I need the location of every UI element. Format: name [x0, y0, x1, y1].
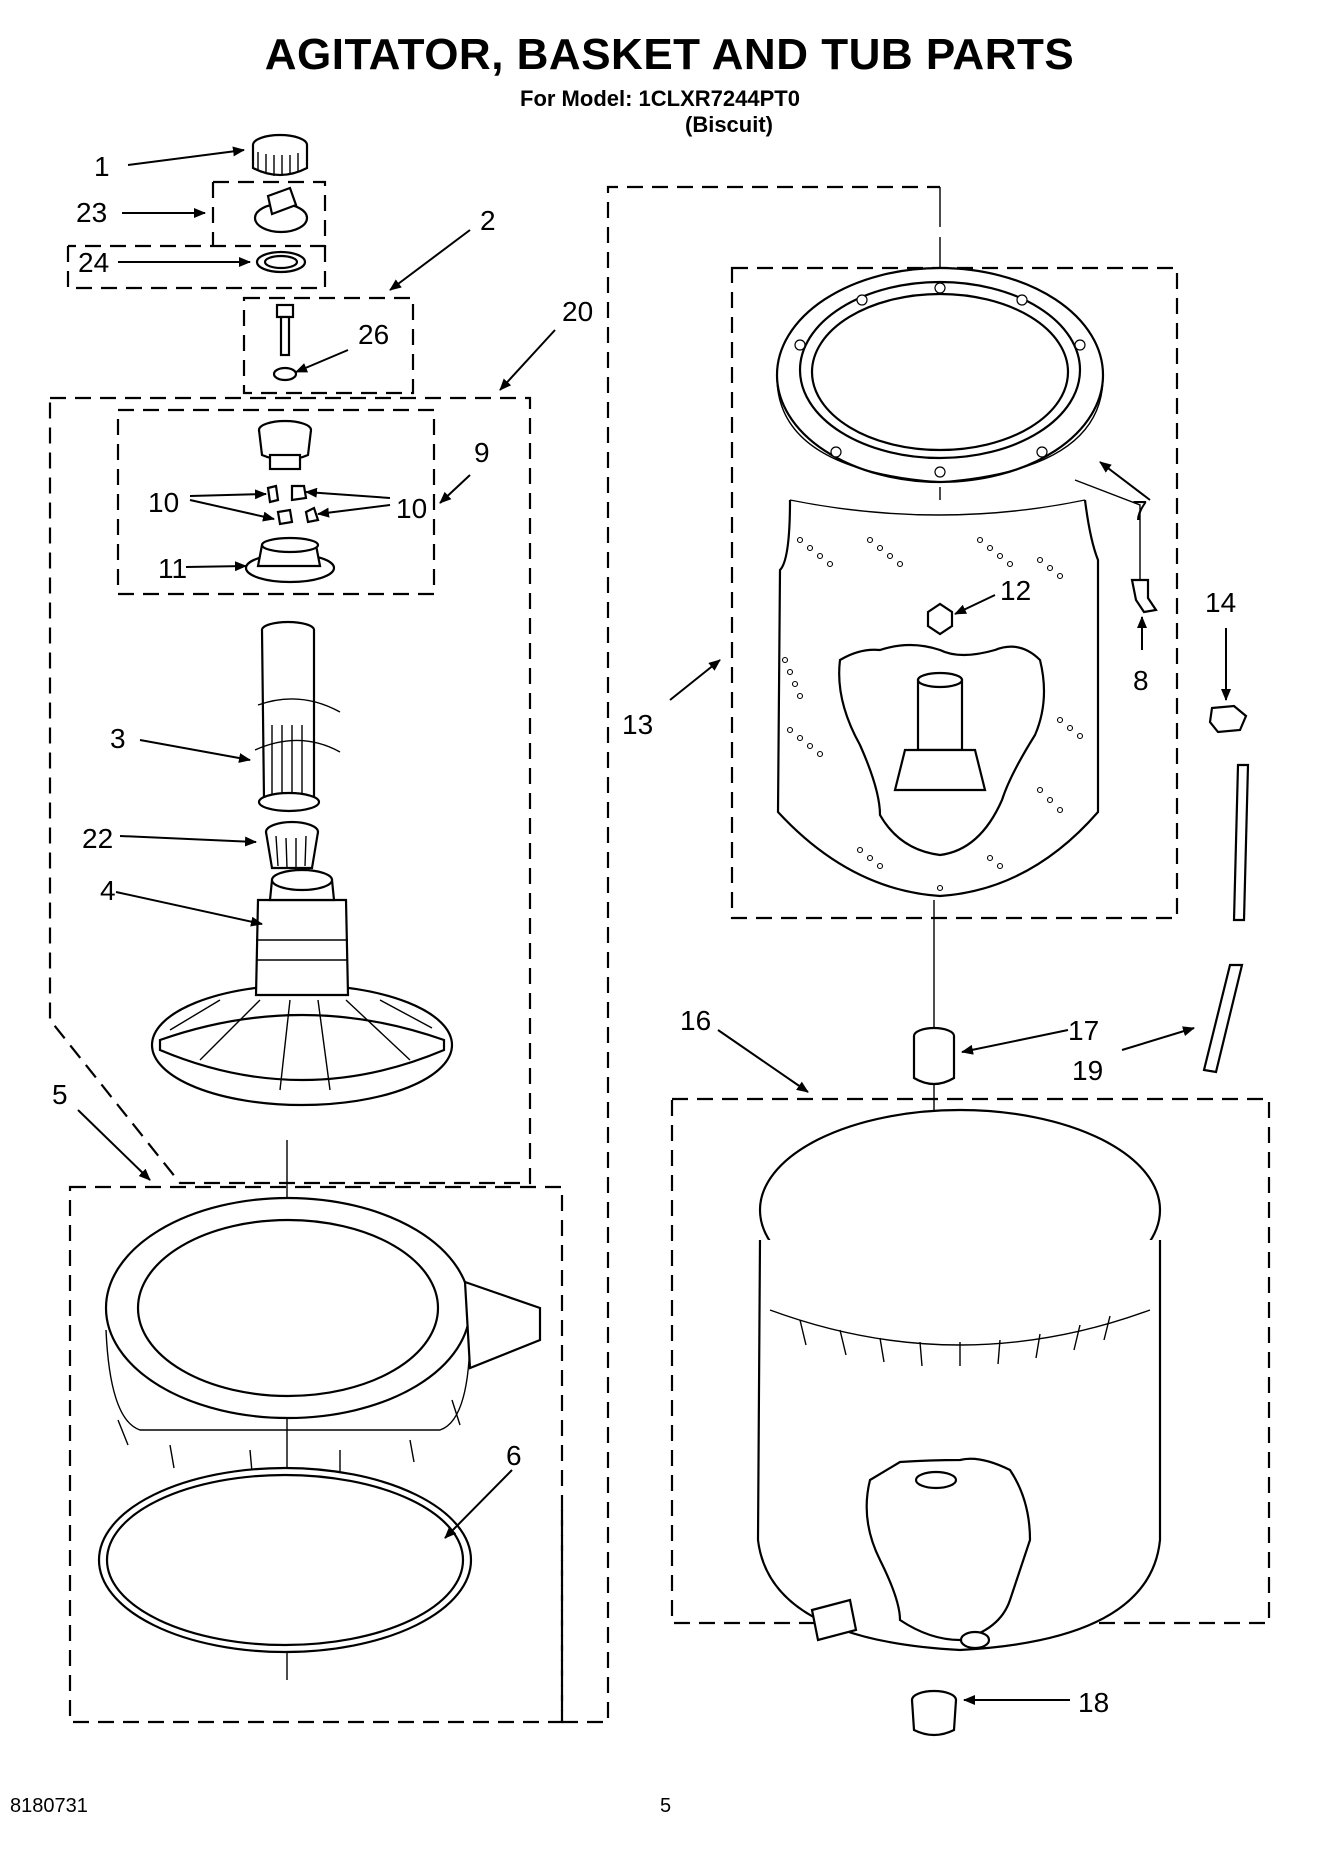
color-line: (Biscuit) [685, 112, 773, 137]
page-number: 5 [660, 1795, 672, 1817]
callout-12: 12 [1000, 575, 1031, 606]
callout-11: 11 [158, 553, 187, 584]
callout-10-left: 10 [148, 487, 179, 518]
callout-17: 17 [1068, 1015, 1099, 1046]
part-8-clip [1074, 479, 1158, 614]
callout-19: 19 [1072, 1055, 1103, 1086]
basket-perforations [781, 536, 1084, 892]
callout-4: 4 [100, 875, 116, 906]
box-20 [48, 396, 532, 1185]
callout-14: 14 [1205, 587, 1236, 618]
page-title: AGITATOR, BASKET AND TUB PARTS [264, 30, 1075, 79]
callout-24: 24 [78, 247, 109, 278]
doc-number: 8180731 [10, 1795, 88, 1817]
callout-5: 5 [52, 1079, 68, 1110]
part-13-basket [776, 499, 1100, 898]
part-9-cam [257, 419, 313, 471]
part-3-barrel [254, 620, 341, 813]
box-16 [670, 1097, 1271, 1625]
callout-6: 6 [506, 1440, 522, 1471]
group-boxes [48, 180, 1271, 1724]
part-7-basket-top-ring [775, 266, 1105, 484]
part-22 [264, 820, 320, 870]
callout-18: 18 [1078, 1687, 1109, 1718]
callout-16: 16 [680, 1005, 711, 1036]
connector-line [560, 185, 940, 1724]
callout-22: 22 [82, 823, 113, 854]
part-6-seal [97, 1466, 473, 1654]
model-line: For Model: 1CLXR7244PT0 [520, 86, 800, 111]
part-19-hose [1202, 763, 1250, 1074]
part-24-ring [255, 250, 307, 274]
part-16-outer-tub [756, 1108, 1162, 1652]
callout-1: 1 [94, 151, 110, 182]
callout-9: 9 [474, 437, 490, 468]
part-14 [1208, 704, 1248, 734]
part-4-agitator-base [150, 868, 454, 1107]
box-2 [242, 296, 415, 395]
part-1-cap [251, 133, 309, 177]
part-23 [253, 186, 309, 234]
callout-3: 3 [110, 723, 126, 754]
part-10-dogs [266, 484, 320, 526]
callout-26: 26 [358, 319, 389, 350]
box-23 [68, 180, 327, 248]
leader-arrows [77, 146, 1231, 1705]
part-18 [910, 1689, 958, 1737]
part-11 [244, 536, 336, 584]
part-5-tub-ring [104, 1196, 542, 1473]
box-13 [730, 266, 1179, 920]
part-17 [912, 1026, 956, 1086]
callout-13: 13 [622, 709, 653, 740]
box-5 [68, 1185, 564, 1724]
callout-2: 2 [480, 205, 496, 236]
callout-20: 20 [562, 296, 593, 327]
part-26-bolt [272, 303, 298, 382]
box-9 [116, 408, 436, 596]
callout-23: 23 [76, 197, 107, 228]
callout-8: 8 [1133, 665, 1149, 696]
callout-7: 7 [1132, 495, 1148, 526]
callout-labels: 1 23 24 2 26 20 9 10 10 11 3 22 4 5 6 7 … [52, 151, 1236, 1718]
callout-10-right: 10 [396, 493, 427, 524]
